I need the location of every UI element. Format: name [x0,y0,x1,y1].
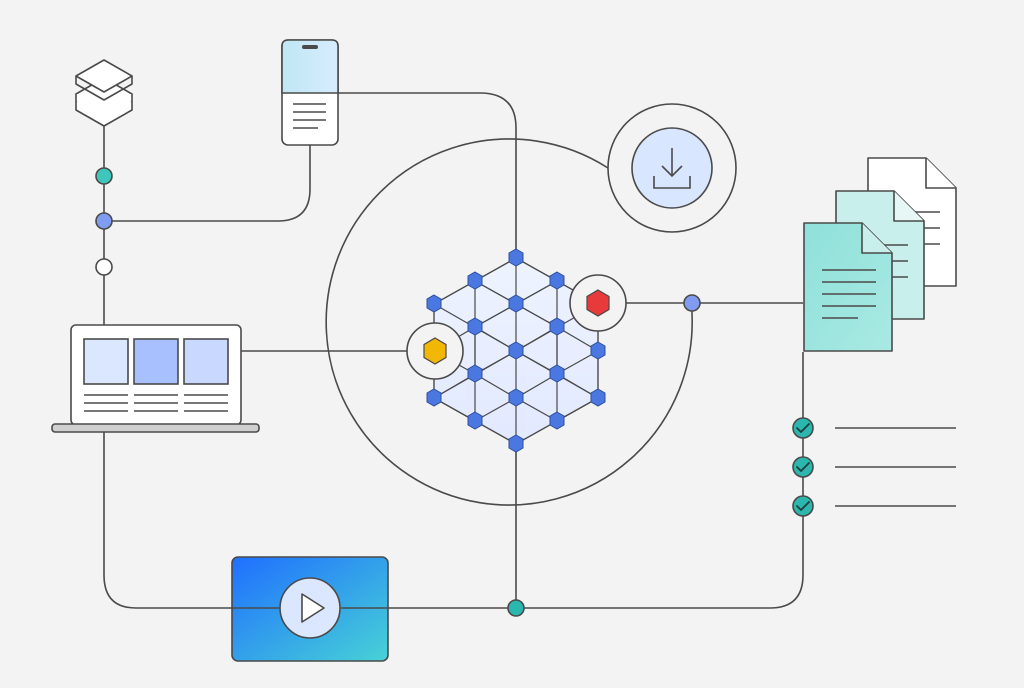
node-teal-left [95,167,113,185]
hex-node [467,411,483,430]
check-icon [792,417,814,439]
check-icon [792,495,814,517]
hex-node [426,388,442,407]
hex-node [508,388,524,407]
hex-node [549,271,565,290]
hex-node [590,388,606,407]
video-play-icon [231,556,389,662]
highlight-yellow-hex [406,322,464,380]
hex-node [467,364,483,383]
download-icon [607,103,737,233]
orbit-arc [325,138,693,506]
node-blue-right [683,294,701,312]
hex-node [549,411,565,430]
hex-node [508,248,524,267]
line-phone-to-center [338,92,517,258]
node-white-left [95,258,113,276]
hex-nodes [426,248,606,453]
line-video-to-docs [388,352,804,609]
documents-icon [803,157,957,352]
layers-icon [75,59,133,127]
hex-node [590,341,606,360]
hex-node [467,317,483,336]
hex-node [549,364,565,383]
highlight-red-hex [569,274,627,332]
checklist [792,417,814,517]
node-blue-left [95,212,113,230]
hex-network [406,248,627,453]
laptop-icon [51,324,260,433]
hex-node [508,341,524,360]
hex-node [549,317,565,336]
hex-node [508,434,524,453]
line-laptop-to-video [103,432,232,609]
phone-icon [281,39,339,146]
node-teal-bottom [507,599,525,617]
hex-node [426,294,442,313]
hex-node [508,294,524,313]
check-icon [792,456,814,478]
line-node-to-phone [104,145,311,222]
hex-node [467,271,483,290]
